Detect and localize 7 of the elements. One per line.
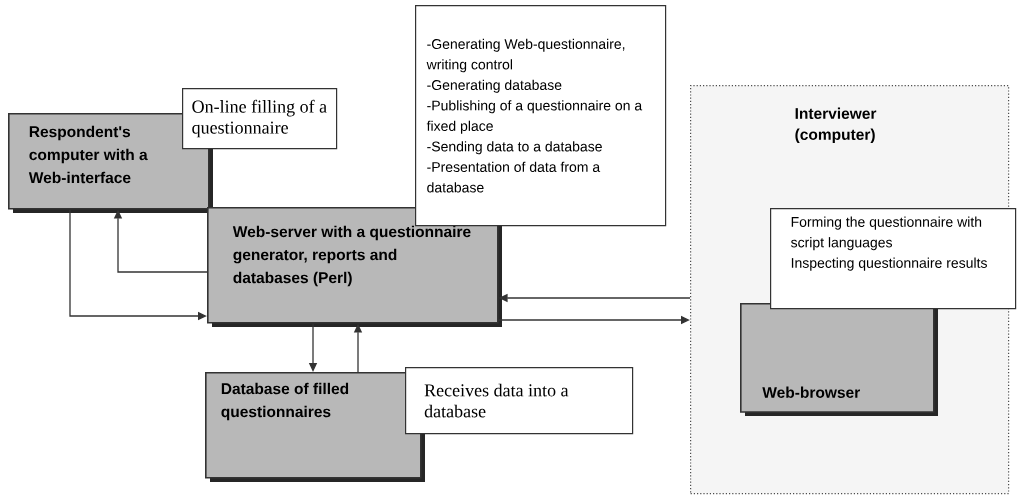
note-box: Receives data into a database — [405, 367, 634, 435]
process-box: Web-server with a questionnaire generator, reports and databases (Perl) — [207, 207, 502, 327]
note-box: Forming the questionnaire with script languages Inspecting questionnaire results — [770, 208, 1017, 310]
process-box: Web-browser — [740, 303, 938, 416]
note-box: On-line filling of a questionnaire — [182, 88, 338, 150]
process-box: Database of filled questionnaires — [205, 372, 425, 482]
note-box: -Generating Web-questionnaire, writing control -Generating database -Publishing of a questionnaire on a fixed place -Sending data to a database -Presentation of data from a database — [415, 5, 667, 227]
